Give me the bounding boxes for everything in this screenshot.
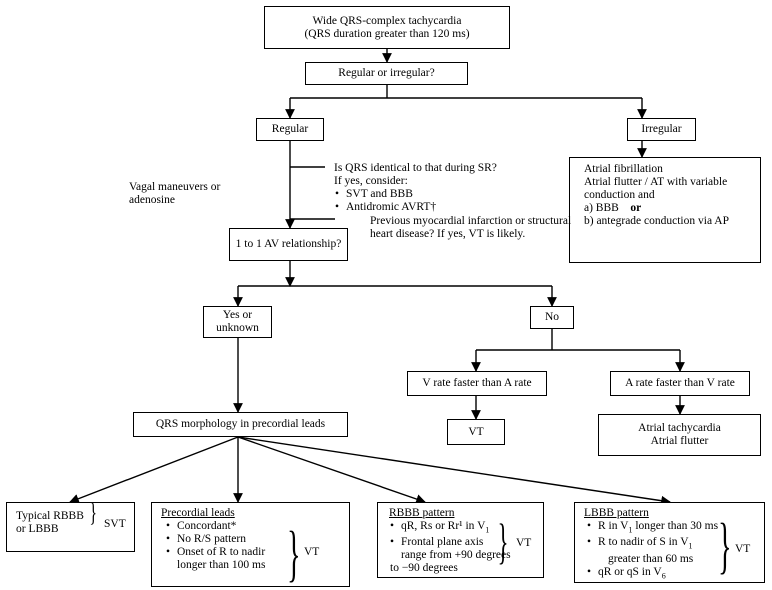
previous-mi-line1: Previous myocardial infarction or struct… [370, 215, 572, 227]
rbbb-result: VT [516, 537, 532, 549]
precordial-cont: longer than 100 ms [177, 559, 266, 571]
irregular-detail-bbb: a) BBB [584, 202, 619, 214]
irregular-detail-line2: Atrial flutter / AT with variable [584, 176, 728, 188]
atrial-tachy-line2: Atrial flutter [650, 435, 709, 447]
lbbb-item2-sub: 1 [688, 541, 693, 551]
vagal-line1: Vagal maneuvers or [129, 181, 221, 193]
regular-or-irregular-label: Regular or irregular? [338, 67, 435, 79]
start-line1: Wide QRS-complex tachycardia [312, 14, 462, 27]
typical-line1: Typical RBBB [16, 510, 84, 522]
vagal-line2: adenosine [129, 194, 175, 206]
regular-or-irregular-node: Regular or irregular? [305, 62, 468, 85]
typical-bbb-node: Typical RBBB or LBBB } SVT [6, 498, 135, 552]
irregular-label: Irregular [641, 123, 682, 135]
rbbb-pattern-node: RBBB pattern qR, Rs or Rr¹ in V1 Frontal… [377, 502, 544, 578]
rbbb-item1-sub: 1 [485, 525, 490, 535]
lbbb-list-2: qR or qS in V6 [584, 566, 764, 582]
qrs-identical-question: Is QRS identical to that during SR? If y… [334, 162, 497, 214]
irregular-detail-or: or [630, 202, 642, 214]
edge-morph-to-rbbb [237, 436, 426, 504]
v-faster-node: V rate faster than A rate [407, 371, 547, 396]
lbbb-result: VT [735, 543, 751, 555]
start-line2: (QRS duration greater than 120 ms) [304, 27, 470, 40]
irregular-detail-line3: conduction and [584, 189, 655, 201]
qrs-identical-item: SVT and BBB [335, 188, 497, 201]
lbbb-item-1: R in V1 longer than 30 ms [587, 520, 764, 536]
lbbb-item1-text: R in V [598, 520, 629, 532]
no-label: No [544, 311, 560, 323]
typical-result: SVT [104, 518, 126, 530]
lbbb-item-2: R to nadir of S in V1 [587, 536, 764, 552]
edge-morph-to-typical [69, 436, 239, 504]
a-faster-node: A rate faster than V rate [610, 371, 750, 396]
qrs-identical-list: SVT and BBB Antidromic AVRT† [334, 188, 497, 214]
lbbb-cont: greater than 60 ms [608, 552, 694, 565]
qrs-identical-line2: If yes, consider: [334, 175, 408, 187]
edge-morph-to-lbbb [237, 436, 671, 506]
atrial-tachy-line1: Atrial tachycardia [638, 422, 721, 434]
precordial-list: Concordant* No R/S pattern Onset of R to… [161, 520, 349, 559]
irregular-detail-node: Atrial fibrillation Atrial flutter / AT … [569, 157, 761, 263]
yes-unknown-line2: unknown [216, 322, 259, 334]
av-relationship-node: 1 to 1 AV relationship? [229, 228, 348, 261]
rbbb-item1-text: qR, Rs or Rr¹ in V [401, 520, 486, 532]
typical-bbb-text: Typical RBBB or LBBB [16, 510, 84, 536]
rbbb-item-1: qR, Rs or Rr¹ in V1 [390, 520, 543, 536]
irregular-detail-line1: Atrial fibrillation [584, 163, 663, 175]
rbbb-item-2: Frontal plane axis [390, 536, 543, 549]
lbbb-list: R in V1 longer than 30 ms R to nadir of … [584, 520, 764, 553]
vt-node: VT [447, 419, 505, 445]
rbbb-cont1: range from +90 degrees [401, 549, 511, 562]
lbbb-item3-text: qR or qS in V [598, 565, 662, 578]
vt-label: VT [468, 425, 484, 438]
a-faster-label: A rate faster than V rate [625, 377, 735, 389]
precordial-leads-node: Precordial leads Concordant* No R/S patt… [151, 502, 350, 587]
lbbb-title: LBBB pattern [584, 507, 649, 519]
precordial-item: No R/S pattern [166, 533, 349, 546]
lbbb-item2-text: R to nadir of S in V [598, 536, 689, 549]
av-relationship-label: 1 to 1 AV relationship? [235, 238, 342, 250]
irregular-node: Irregular [627, 118, 696, 141]
precordial-item: Concordant* [166, 520, 349, 533]
typical-brace: } [89, 498, 97, 527]
lbbb-pattern-node: LBBB pattern R in V1 longer than 30 ms R… [574, 502, 765, 583]
rbbb-brace: } [497, 513, 509, 569]
regular-label: Regular [271, 123, 309, 135]
start-node: Wide QRS-complex tachycardia (QRS durati… [264, 6, 510, 49]
precordial-title: Precordial leads [161, 507, 235, 519]
regular-node: Regular [256, 118, 324, 141]
rbbb-list: qR, Rs or Rr¹ in V1 Frontal plane axis [389, 520, 543, 549]
precordial-item: Onset of R to nadir [166, 546, 349, 559]
rbbb-title: RBBB pattern [389, 507, 455, 519]
irregular-detail-line5: b) antegrade conduction via AP [584, 215, 729, 227]
yes-unknown-node: Yes or unknown [203, 306, 272, 338]
qrs-morphology-label: QRS morphology in precordial leads [155, 418, 326, 430]
vagal-note: Vagal maneuvers or adenosine [129, 181, 220, 207]
v-faster-label: V rate faster than A rate [422, 377, 532, 389]
precordial-result: VT [304, 546, 320, 558]
previous-mi-question: Previous myocardial infarction or struct… [370, 215, 571, 241]
typical-line2: or LBBB [16, 523, 59, 535]
lbbb-brace: } [718, 512, 732, 580]
atrial-tachycardia-node: Atrial tachycardia Atrial flutter [598, 414, 761, 456]
rbbb-cont2: to −90 degrees [390, 562, 458, 575]
precordial-brace: } [287, 520, 301, 588]
qrs-identical-item: Antidromic AVRT† [335, 201, 497, 214]
irregular-detail-line4: a) BBB or [584, 202, 754, 215]
lbbb-item1-tail: longer than 30 ms [632, 520, 719, 532]
previous-mi-line2: heart disease? If yes, VT is likely. [370, 228, 526, 240]
no-node: No [530, 306, 574, 329]
qrs-morphology-node: QRS morphology in precordial leads [133, 412, 348, 437]
lbbb-item1-sub: 1 [628, 525, 633, 535]
yes-unknown-line1: Yes or [222, 309, 253, 321]
lbbb-item-3: qR or qS in V6 [587, 565, 764, 582]
qrs-identical-line1: Is QRS identical to that during SR? [334, 162, 497, 174]
lbbb-item3-sub: 6 [661, 570, 666, 580]
